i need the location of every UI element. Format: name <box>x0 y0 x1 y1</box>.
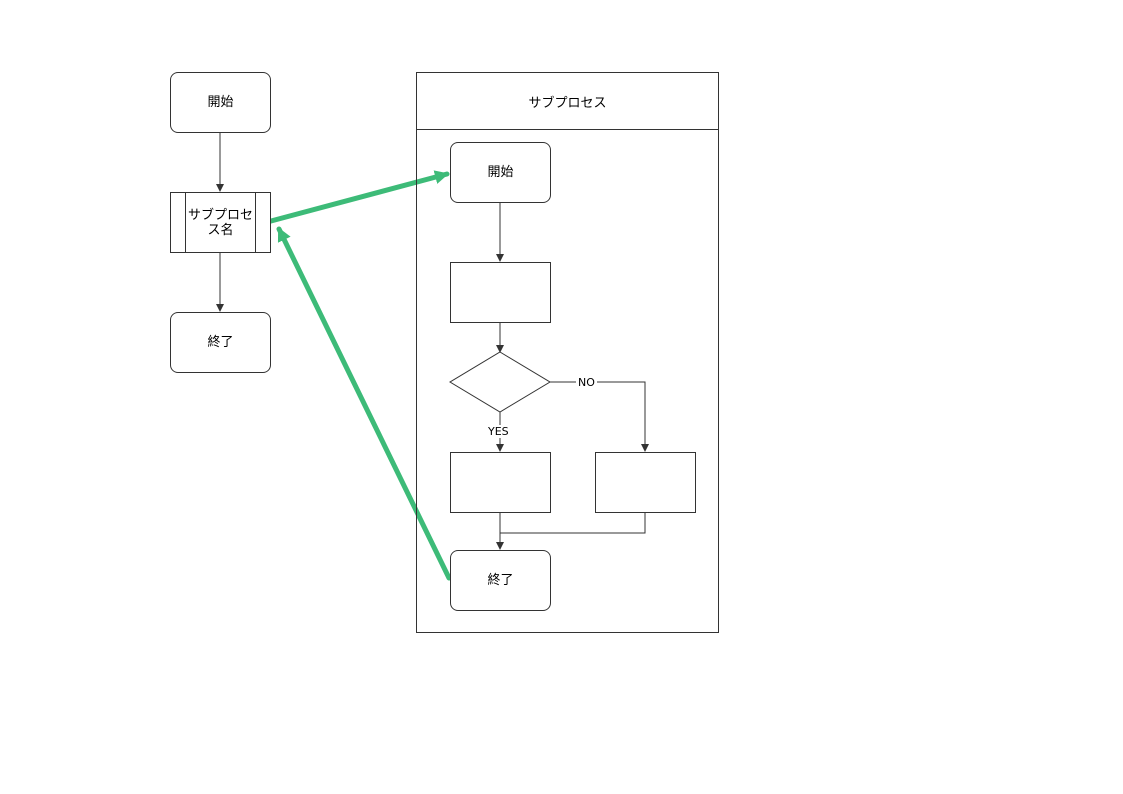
decision-diamond[interactable] <box>449 351 551 413</box>
subprocess-start-label: 開始 <box>487 165 514 180</box>
subprocess-start-node[interactable]: 開始 <box>450 142 551 203</box>
subprocess-lane-header: サブプロセス <box>417 73 718 130</box>
subprocess-end-node[interactable]: 終了 <box>450 550 551 611</box>
link-arrow-return-to-main <box>276 226 452 581</box>
subprocess-end-label: 終了 <box>487 573 514 588</box>
subprocess-title: サブプロセス <box>528 95 607 111</box>
no-label: NO <box>576 376 597 389</box>
main-end-node[interactable]: 終了 <box>170 312 271 373</box>
subprocess-call-node[interactable]: サブプロセス名 <box>170 192 271 253</box>
main-start-label: 開始 <box>207 95 234 110</box>
yes-label: YES <box>486 425 511 438</box>
link-arrow-to-subprocess-start <box>268 170 450 224</box>
main-start-node[interactable]: 開始 <box>170 72 271 133</box>
subprocess-lane: サブプロセス <box>416 72 719 633</box>
connector-no-to-end <box>500 512 646 534</box>
subprocess-process-node[interactable] <box>450 262 551 323</box>
main-end-label: 終了 <box>207 335 234 350</box>
subprocess-yes-process-node[interactable] <box>450 452 551 513</box>
subprocess-call-label: サブプロセス名 <box>187 207 253 238</box>
subprocess-no-process-node[interactable] <box>595 452 696 513</box>
